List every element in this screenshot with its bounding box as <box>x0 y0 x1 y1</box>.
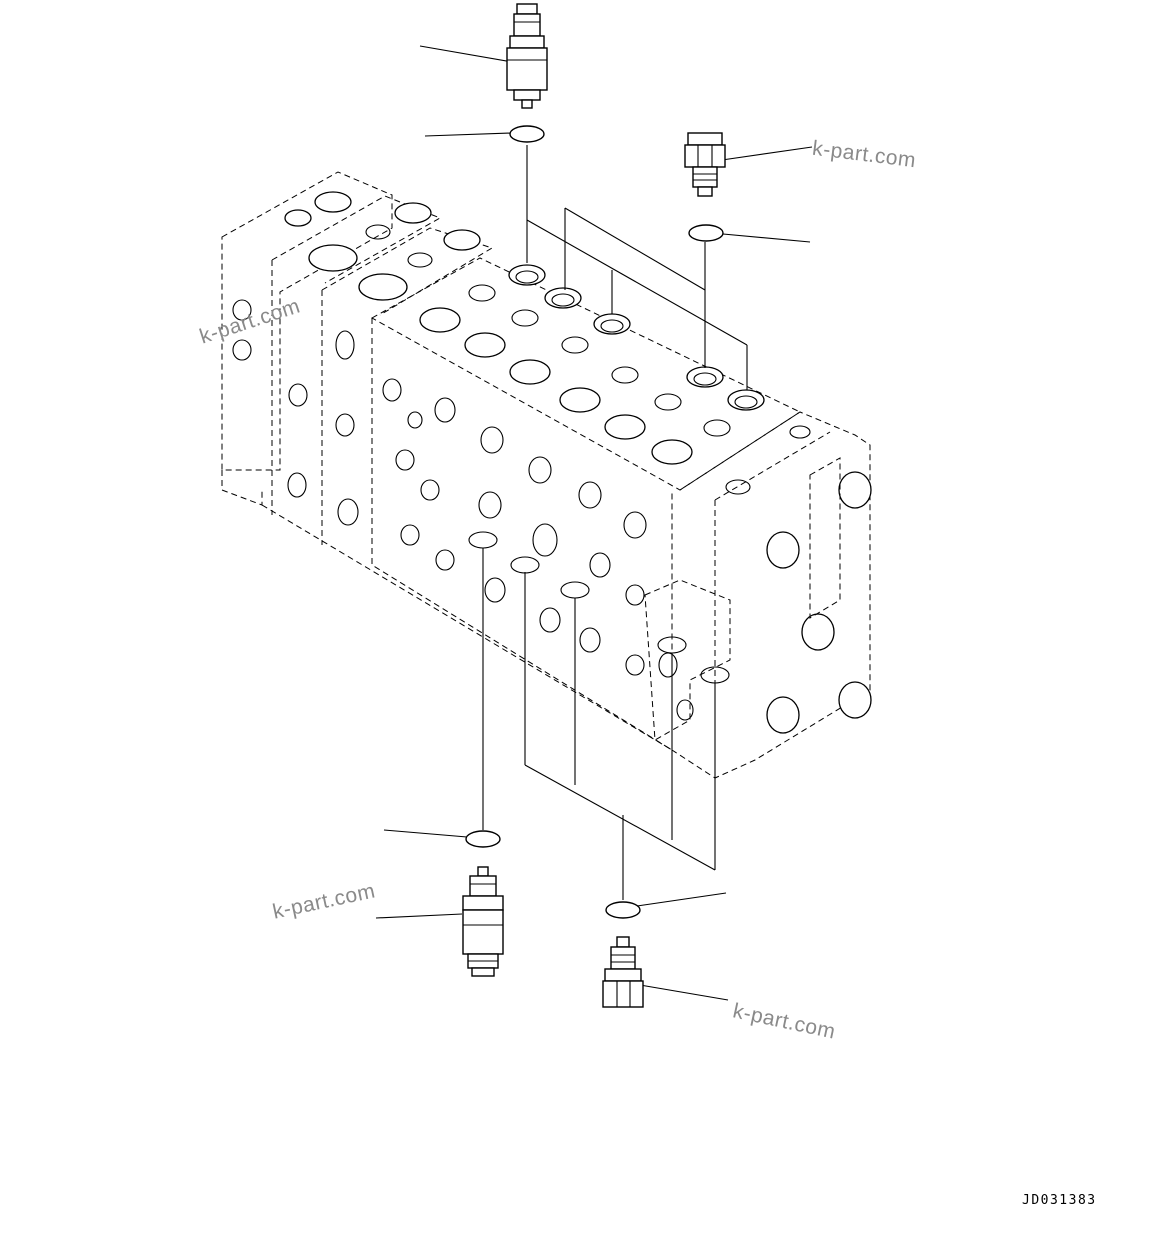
o-ring-top-right <box>688 224 724 242</box>
control-valve-body <box>221 171 872 779</box>
valve-bottom-right <box>602 936 644 1008</box>
o-ring-bottom-right <box>605 901 641 919</box>
leader-lines <box>375 45 813 1001</box>
relief-valve-bottom <box>462 866 504 977</box>
drawing-code: JD031383 <box>1022 1193 1097 1208</box>
o-ring-bottom-left <box>465 830 501 848</box>
o-ring-top <box>509 125 545 143</box>
plug-top-right <box>684 132 726 197</box>
relief-valve-top <box>506 3 548 109</box>
